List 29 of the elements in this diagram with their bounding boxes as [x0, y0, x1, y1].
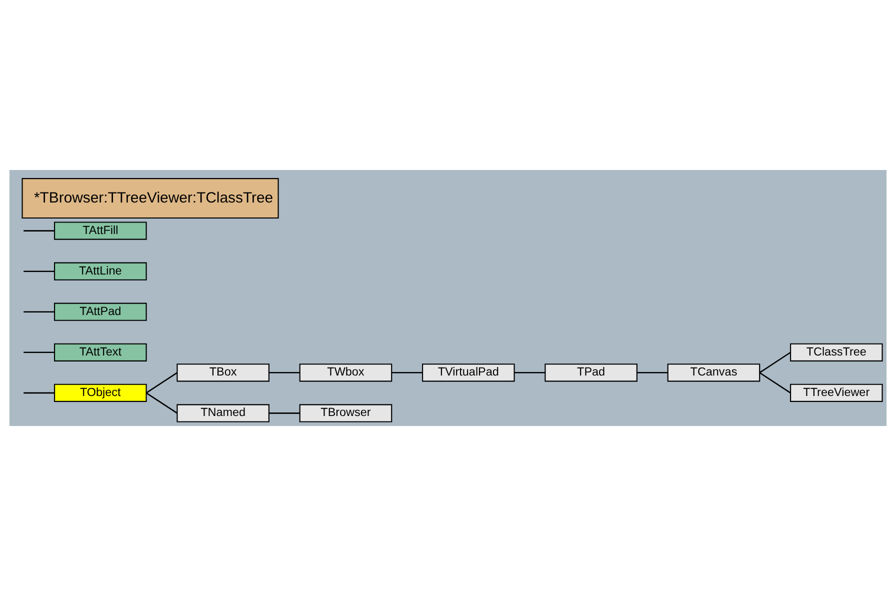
connector: [392, 372, 423, 374]
connector: [759, 372, 791, 394]
node-box: TNamed: [176, 404, 270, 422]
connector: [514, 372, 546, 374]
diagram-title: *TBrowser:TTreeViewer:TClassTree: [34, 190, 274, 207]
connector: [759, 352, 791, 374]
node-box: TTreeViewer: [790, 384, 883, 402]
node-box: TAttPad: [54, 302, 147, 321]
connector: [24, 311, 55, 312]
node-box: TAttFill: [54, 222, 147, 240]
node-box: TClassTree: [790, 343, 883, 362]
node-box: TVirtualPad: [422, 364, 515, 382]
connector: [24, 352, 55, 354]
connector: [24, 392, 55, 394]
node-box: TAttText: [54, 343, 147, 362]
node-box: TCanvas: [667, 364, 760, 382]
node-box: TBrowser: [299, 404, 392, 422]
connector: [24, 270, 55, 272]
connector: [146, 392, 178, 414]
node-box: TPad: [544, 364, 638, 382]
connector: [24, 230, 55, 232]
node-box: TObject: [54, 384, 147, 402]
connector: [636, 372, 668, 374]
node-box: TBox: [176, 364, 270, 382]
connector: [268, 372, 300, 374]
connector: [146, 372, 178, 394]
connector: [268, 412, 300, 414]
node-box: TWbox: [299, 364, 392, 382]
node-box: TAttLine: [54, 262, 147, 280]
